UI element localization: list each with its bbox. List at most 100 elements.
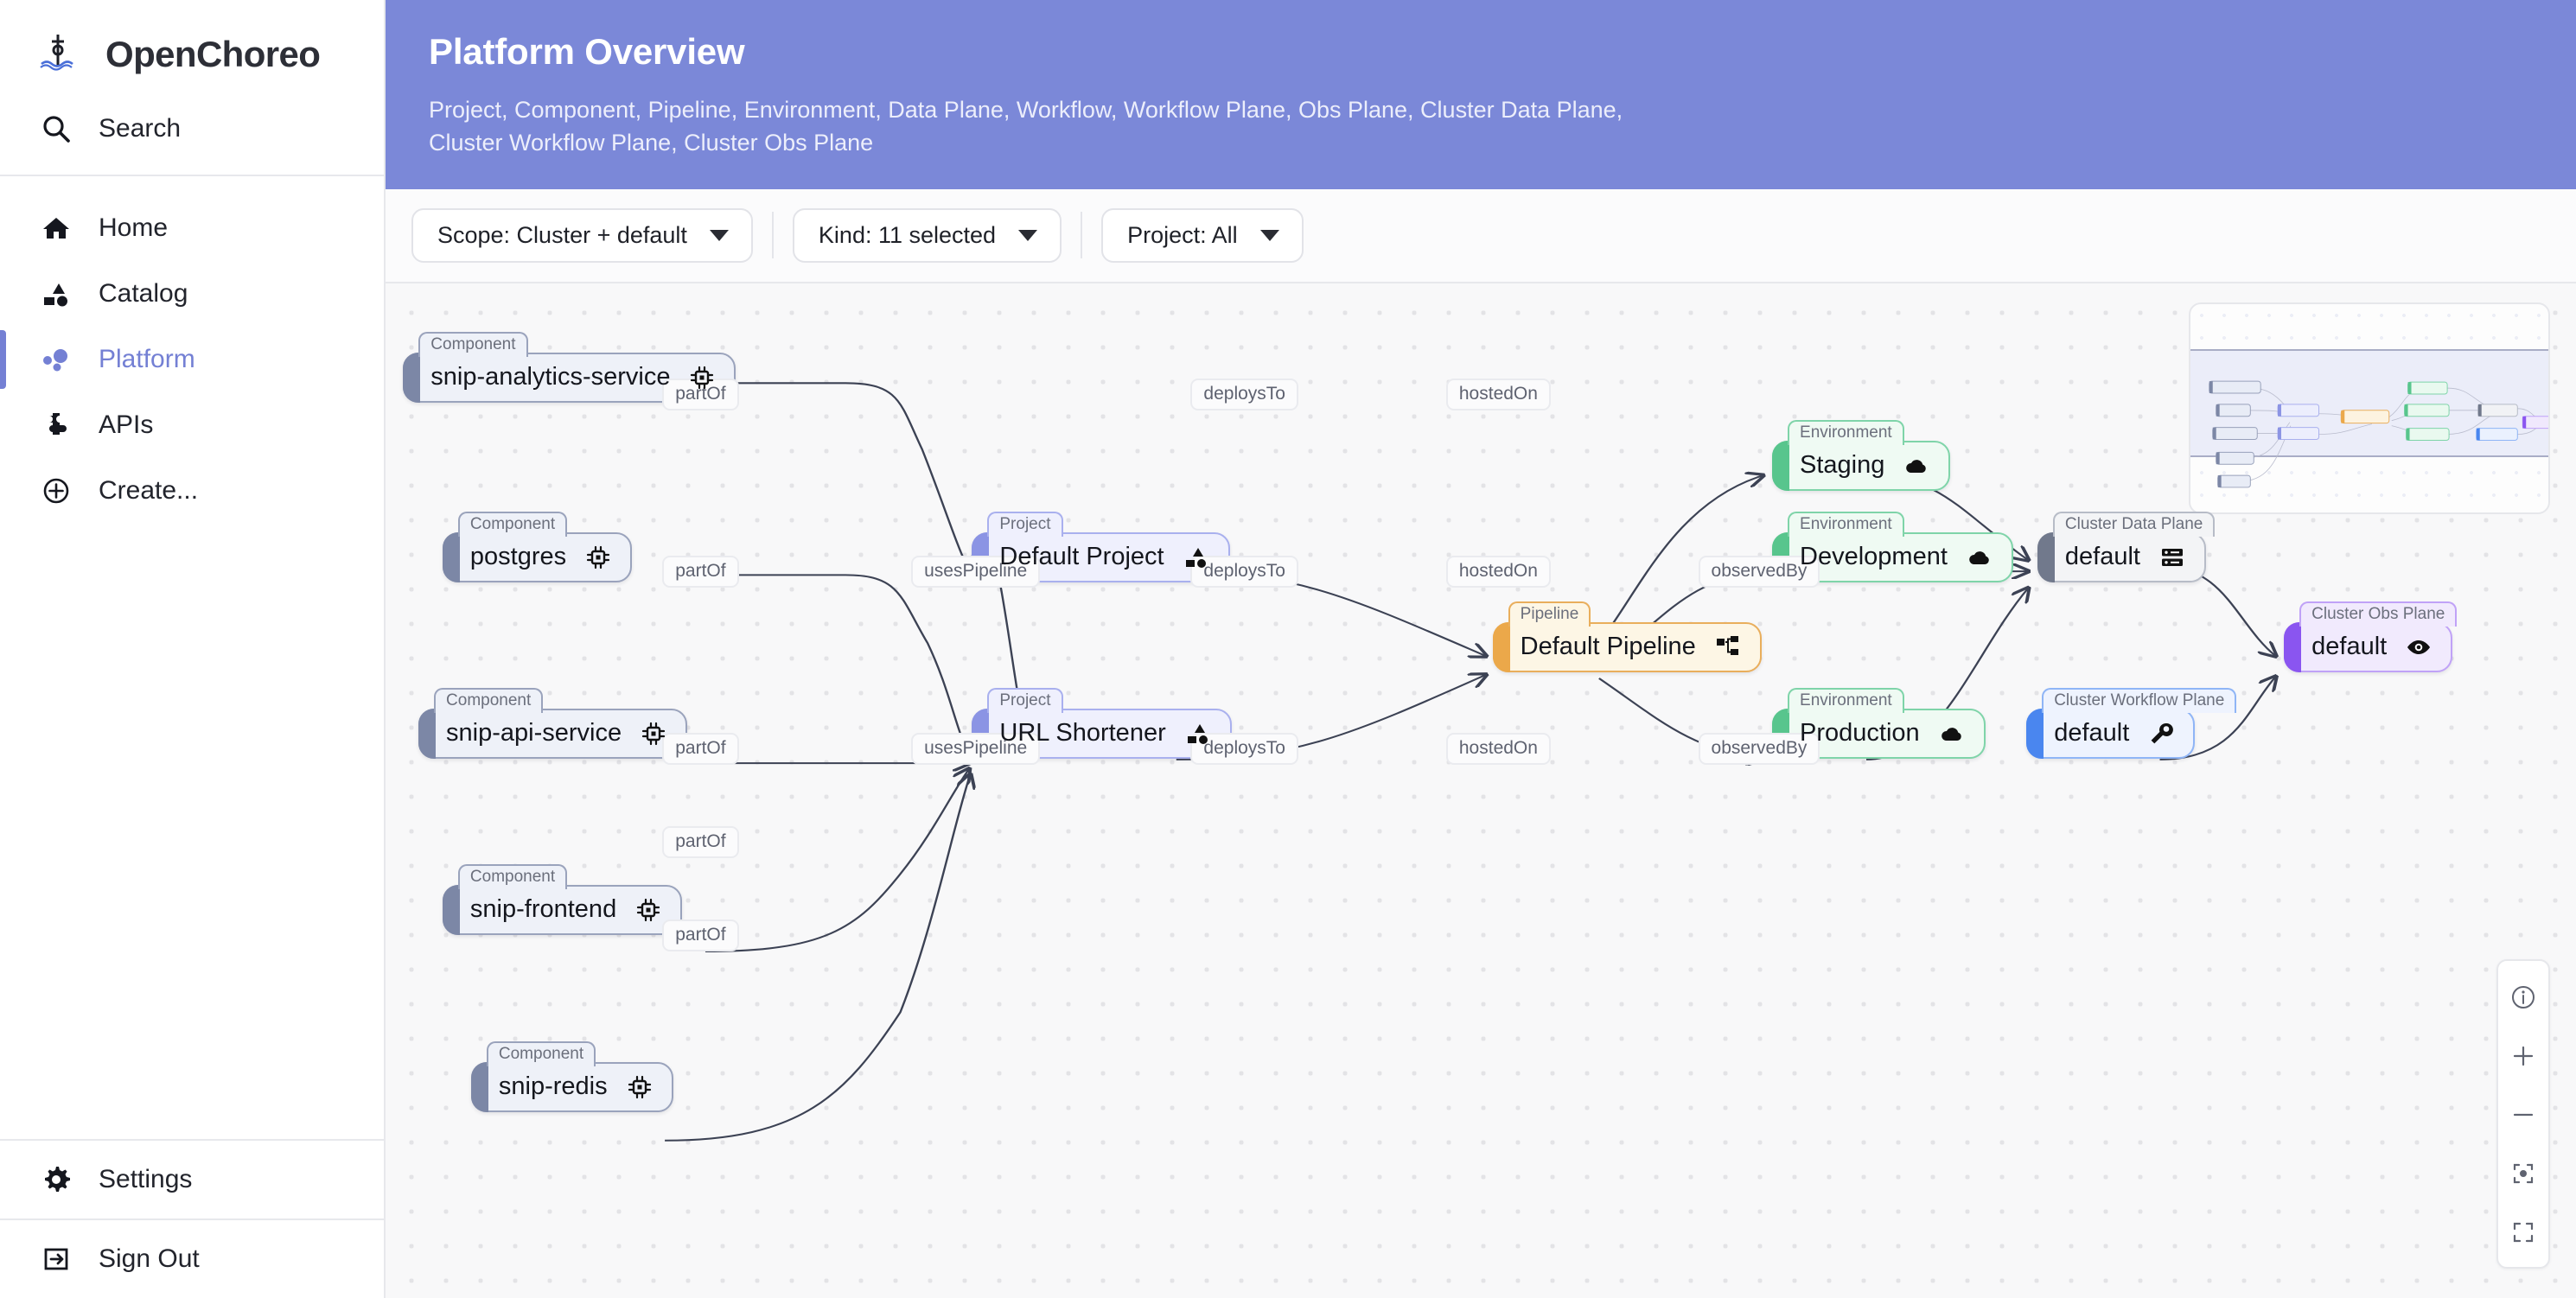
sidebar-item-label: Platform <box>99 345 195 373</box>
scope-filter-button[interactable]: Scope: Cluster + default <box>411 207 753 263</box>
cpu-chip-icon <box>585 544 611 570</box>
sign-out-icon <box>40 1243 73 1276</box>
toolbar-separator <box>771 212 774 259</box>
graph-node-snip-redis[interactable]: Component snip-redis <box>470 1040 673 1112</box>
cpu-chip-icon <box>635 897 661 923</box>
cpu-chip-icon <box>641 721 666 747</box>
sidebar-item-label: Create... <box>99 476 199 505</box>
node-name-label: Staging <box>1800 451 1885 480</box>
search-button[interactable]: Search <box>0 97 384 175</box>
sidebar-item-create[interactable]: Create... <box>0 458 384 524</box>
node-name-label: Production <box>1800 719 1920 748</box>
node-kind-label: Cluster Workflow Plane <box>2042 687 2237 713</box>
sidebar-item-settings[interactable]: Settings <box>0 1141 384 1218</box>
node-name-label: URL Shortener <box>999 719 1166 748</box>
graph-node-snip-api-service[interactable]: Component snip-api-service <box>418 687 688 759</box>
cloud-icon <box>1903 453 1929 479</box>
sidebar-item-apis[interactable]: APIs <box>0 392 384 458</box>
focus-center-icon[interactable] <box>2496 1144 2550 1203</box>
home-icon <box>40 212 73 245</box>
edge-label: hostedOn <box>1445 732 1551 765</box>
node-kind-label: Project <box>987 687 1063 713</box>
node-name-label: Default Project <box>999 543 1164 571</box>
node-name-label: snip-analytics-service <box>430 363 671 391</box>
kind-filter-label: Kind: 11 selected <box>818 221 997 248</box>
kind-filter-button[interactable]: Kind: 11 selected <box>792 207 1062 263</box>
wrench-icon <box>2148 721 2174 747</box>
sidebar-item-sign-out[interactable]: Sign Out <box>0 1220 384 1298</box>
node-kind-label: Environment <box>1788 419 1904 445</box>
filter-toolbar: Scope: Cluster + default Kind: 11 select… <box>386 188 2576 283</box>
sidebar-item-platform[interactable]: Platform <box>0 327 384 392</box>
chevron-down-icon <box>709 229 729 241</box>
edge-label: deploysTo <box>1190 378 1298 410</box>
divider <box>0 175 384 176</box>
plus-icon[interactable] <box>2496 1027 2550 1085</box>
project-filter-button[interactable]: Project: All <box>1101 207 1304 263</box>
primary-nav: Home Catalog <box>0 176 384 532</box>
node-name-label: snip-redis <box>498 1072 608 1101</box>
node-name-label: snip-api-service <box>446 719 622 748</box>
sidebar-item-label: Sign Out <box>99 1244 200 1273</box>
cpu-chip-icon <box>689 365 715 391</box>
eye-icon <box>2406 634 2432 660</box>
sidebar-item-label: Settings <box>99 1165 193 1193</box>
main-region: Platform Overview Project, Component, Pi… <box>386 0 2576 1298</box>
node-kind-label: Component <box>457 863 568 889</box>
catalog-shapes-icon <box>1185 721 1211 747</box>
node-kind-label: Environment <box>1788 687 1904 713</box>
node-kind-label: Cluster Obs Plane <box>2299 601 2458 627</box>
page-subtitle: Project, Component, Pipeline, Environmen… <box>429 97 1623 156</box>
sidebar-item-label: Home <box>99 213 169 242</box>
platform-dots-icon <box>40 343 73 376</box>
node-name-label: Default Pipeline <box>1520 633 1696 661</box>
gear-icon <box>40 1163 73 1196</box>
divider <box>0 1218 384 1220</box>
sidebar-item-catalog[interactable]: Catalog <box>0 261 384 327</box>
puzzle-piece-icon <box>40 409 73 442</box>
divider <box>0 1139 384 1141</box>
minimap[interactable] <box>2189 302 2550 514</box>
cloud-icon <box>1967 544 1993 570</box>
node-kind-label: Project <box>987 511 1063 537</box>
minus-icon[interactable] <box>2496 1085 2550 1144</box>
pipeline-nodes-icon <box>1715 634 1741 660</box>
cloud-icon <box>1939 721 1965 747</box>
edge-label: observedBy <box>1698 555 1820 588</box>
node-name-label: postgres <box>469 543 567 571</box>
search-icon <box>40 112 73 145</box>
node-kind-label: Component <box>486 1040 596 1066</box>
page-header: Platform Overview Project, Component, Pi… <box>386 0 2576 189</box>
edge-label: partOf <box>662 825 739 858</box>
graph-node-cluster-obs-plane[interactable]: Cluster Obs Plane default <box>2284 601 2458 672</box>
fullscreen-icon[interactable] <box>2496 1203 2550 1262</box>
page-title: Platform Overview <box>429 31 745 72</box>
plus-circle-icon <box>40 474 73 507</box>
cpu-chip-icon <box>627 1074 653 1100</box>
node-name-label: default <box>2311 633 2388 661</box>
edge-label: hostedOn <box>1445 555 1551 588</box>
brand-name: OpenChoreo <box>105 34 321 74</box>
node-kind-label: Component <box>434 687 544 713</box>
sidebar-item-home[interactable]: Home <box>0 195 384 261</box>
edge-label: usesPipeline <box>911 732 1041 765</box>
edge-label: partOf <box>662 732 739 765</box>
node-kind-label: Environment <box>1788 511 1904 537</box>
search-label: Search <box>99 114 182 143</box>
chevron-down-icon <box>1259 229 1279 241</box>
brand[interactable]: OpenChoreo <box>0 0 384 97</box>
secondary-nav: Settings Sign Out <box>0 1141 384 1298</box>
info-icon[interactable] <box>2496 968 2550 1027</box>
sidebar-spacer <box>0 532 384 1139</box>
toolbar-separator <box>1081 212 1083 259</box>
